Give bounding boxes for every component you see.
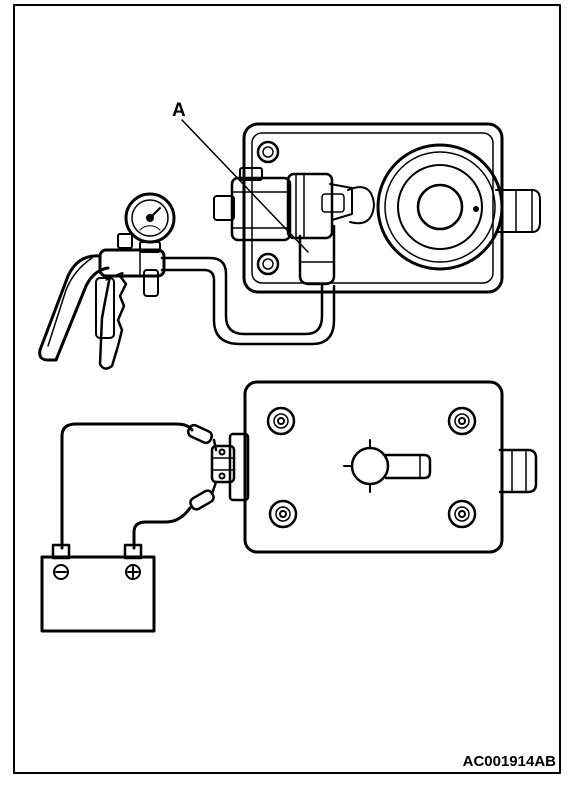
negative-wire <box>60 422 194 550</box>
vacuum-pump <box>38 233 166 370</box>
bottom-assembly <box>40 380 538 633</box>
center-valve <box>343 439 432 493</box>
bolt <box>266 406 296 436</box>
mounting-hole <box>256 140 280 164</box>
bolt <box>447 406 477 436</box>
figure-code: AC001914AB <box>463 753 557 770</box>
outlet-pipe <box>498 448 538 494</box>
mounting-plate-bottom <box>243 380 504 554</box>
top-assembly: A <box>38 100 541 370</box>
solenoid-valve <box>213 167 353 286</box>
mounting-hole <box>256 252 280 276</box>
vacuum-gauge <box>124 192 176 253</box>
figure-border <box>13 4 561 774</box>
vacuum-hose <box>160 256 324 336</box>
callout-a-label: A <box>172 100 186 121</box>
canister <box>347 143 541 271</box>
callout-a-leader <box>181 119 309 253</box>
battery <box>40 543 156 633</box>
bolt <box>268 499 298 529</box>
positive-wire <box>132 506 192 550</box>
bolt <box>447 499 477 529</box>
electrical-connector <box>210 432 250 502</box>
